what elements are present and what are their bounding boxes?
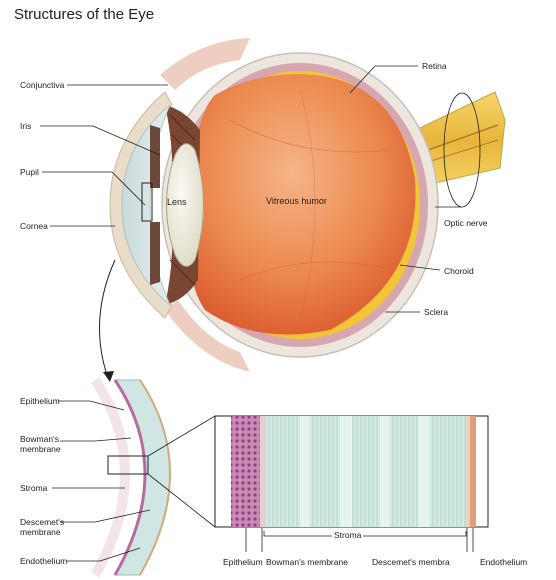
label-epithelium-detail: Epithelium [223,557,263,567]
label-pupil: Pupil [20,167,39,177]
label-descemets-detail: Descemet's membra [372,557,450,567]
label-cornea: Cornea [20,221,48,231]
lens-shape [166,143,204,267]
label-endothelium-left: Endothelium [20,556,68,566]
detail-marker [107,455,149,475]
label-stroma-detail: Stroma [332,530,364,540]
label-lens: Lens [167,197,187,207]
label-sclera: Sclera [424,307,449,317]
upper-eyelid [160,38,250,90]
label-descemets-left-2: membrane [20,527,61,537]
lower-eyelid [165,300,250,372]
label-endothelium-detail: Endothelium [480,557,528,567]
label-retina: Retina [422,61,447,71]
label-vitreous-humor: Vitreous humor [266,196,327,206]
label-bowmans-left-1: Bowman's [20,434,59,444]
label-choroid: Choroid [444,266,474,276]
detail-endothelium [470,416,476,527]
label-conjunctiva: Conjunctiva [20,80,65,90]
vitreous-shape [191,74,416,335]
label-iris: Iris [20,121,32,131]
detail-stroma [266,416,466,527]
label-stroma-left: Stroma [20,483,48,493]
label-epithelium-left: Epithelium [20,396,60,406]
label-optic-nerve: Optic nerve [444,218,488,228]
label-descemets-left-1: Descemet's [20,517,65,527]
iris-shape [150,125,160,188]
detail-epithelium [231,416,260,527]
label-bowmans-left-2: membrane [20,444,61,454]
diagram-title: Structures of the Eye [14,6,155,23]
label-bowmans-detail: Bowman's membrane [266,557,348,567]
